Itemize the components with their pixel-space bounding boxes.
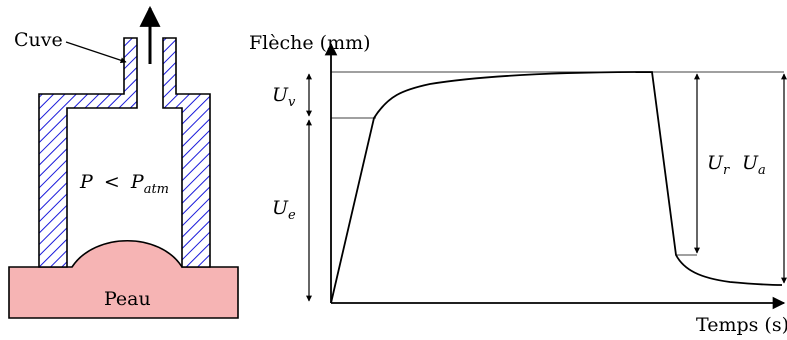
cuve-label: Cuve bbox=[14, 29, 63, 51]
vessel-right-wall bbox=[162, 37, 211, 268]
ur-label: Ur bbox=[707, 152, 730, 178]
peau-label: Peau bbox=[104, 288, 151, 310]
cuve-pointer bbox=[65, 41, 127, 64]
suction-device: Cuve P < Patm Peau bbox=[8, 5, 239, 319]
vessel-left-wall bbox=[38, 37, 138, 268]
ua-label: Ua bbox=[742, 152, 766, 178]
x-axis-label: Temps (s) bbox=[696, 314, 787, 335]
uv-label: Uv bbox=[272, 84, 296, 110]
skin-block bbox=[8, 240, 239, 319]
pressure-label: P < Patm bbox=[79, 171, 169, 197]
creep-chart: Flèche (mm) Temps (s) Uv Ue Ur Ua bbox=[249, 32, 787, 336]
deflection-curve bbox=[330, 71, 783, 304]
ue-label: Ue bbox=[272, 197, 296, 223]
y-axis-label: Flèche (mm) bbox=[249, 32, 371, 54]
